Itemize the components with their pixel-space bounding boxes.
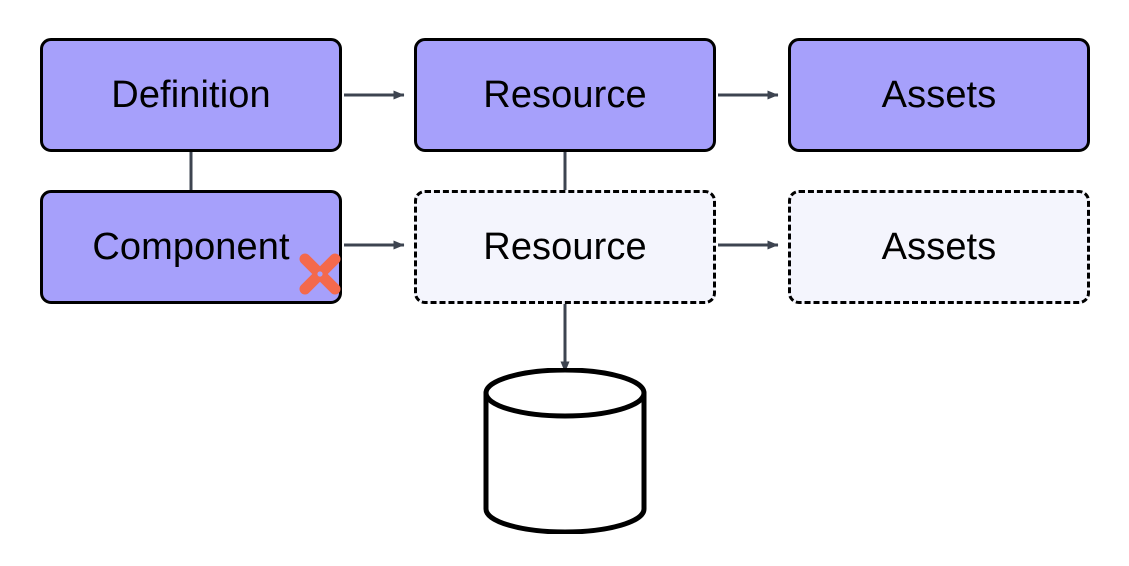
node-assets-bottom[interactable]: Assets bbox=[788, 190, 1090, 304]
node-assets-top-label: Assets bbox=[881, 74, 997, 116]
node-assets-bottom-label: Assets bbox=[881, 226, 997, 268]
node-resource-top[interactable]: Resource bbox=[414, 38, 716, 152]
node-component[interactable]: Component bbox=[40, 190, 342, 304]
node-assets-top[interactable]: Assets bbox=[788, 38, 1090, 152]
node-definition-label: Definition bbox=[111, 74, 271, 116]
node-resource-bottom-label: Resource bbox=[483, 226, 647, 268]
node-definition[interactable]: Definition bbox=[40, 38, 342, 152]
node-resource-top-label: Resource bbox=[483, 74, 647, 116]
node-component-label: Component bbox=[92, 226, 290, 268]
node-resource-bottom[interactable]: Resource bbox=[414, 190, 716, 304]
node-datastore-cylinder[interactable] bbox=[480, 368, 652, 534]
